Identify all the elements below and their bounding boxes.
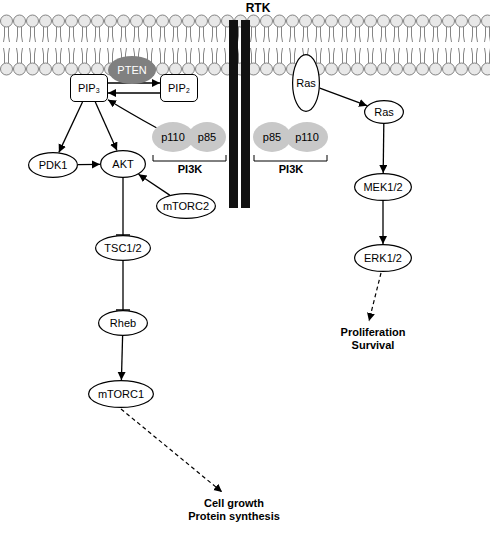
text-label: Proliferation Survival (333, 326, 413, 352)
ellipse-shape (152, 122, 194, 152)
complex-bracket (254, 155, 327, 161)
receptor-bar (241, 20, 250, 208)
ellipse-node: MEK1/2 (354, 173, 412, 201)
node-text: p85 (198, 131, 216, 143)
ellipse-node: AKT (100, 150, 146, 178)
node-text: PIP₃ (78, 82, 100, 94)
complex-bracket (153, 155, 226, 161)
ellipse-shape (99, 311, 148, 336)
node-text: p110 (161, 131, 185, 143)
node-text: ERK1/2 (364, 252, 402, 264)
arrow-connector (95, 102, 117, 151)
node-text: TSC1/2 (104, 242, 141, 254)
node-text: MEK1/2 (363, 181, 402, 193)
arrow-connector (121, 336, 122, 380)
ellipse-shape (253, 122, 291, 152)
dashed-arrow (121, 409, 222, 492)
ellipse-node: Rheb (98, 310, 148, 336)
ellipse-shape (89, 381, 154, 408)
process-box: PIP₂ (160, 74, 198, 102)
text-label: PI3K (170, 163, 210, 176)
ellipse-shape (286, 122, 328, 152)
arrow-connector (59, 102, 83, 152)
node-text: mTORC1 (98, 388, 144, 400)
arrow-connector (78, 164, 100, 166)
ellipse-shape (96, 236, 151, 261)
arrow-connector (139, 174, 170, 195)
ellipse-node: PDK1 (28, 152, 78, 178)
ellipse-node: PTEN (108, 56, 156, 84)
ellipse-node: TSC1/2 (95, 235, 151, 261)
text-label: RTK (236, 2, 280, 15)
node-text: Ras (296, 77, 316, 89)
node-text: Ras (374, 106, 394, 118)
node-text: p85 (263, 131, 281, 143)
ellipse-node: mTORC2 (156, 193, 216, 219)
ellipse-node: p110 (286, 122, 328, 152)
node-text: AKT (112, 158, 133, 170)
arrow-connector (108, 92, 160, 93)
text-label: PI3K (271, 163, 311, 176)
ellipse-shape (29, 153, 78, 178)
ellipse-shape (188, 122, 226, 152)
arrow-connector (383, 124, 385, 173)
ellipse-shape (355, 245, 412, 272)
arrow-connector (108, 100, 156, 128)
node-text: mTORC2 (163, 200, 209, 212)
ellipse-shape (365, 101, 404, 124)
ellipse-shape (157, 194, 216, 219)
ellipse-node: mTORC1 (88, 380, 154, 408)
ellipse-node: Ras (292, 54, 320, 112)
ellipse-node: ERK1/2 (354, 244, 412, 272)
inhibition-connector (122, 178, 123, 235)
node-text: PIP₂ (168, 82, 190, 94)
ellipse-node: Ras (364, 100, 404, 124)
ellipse-node: p110 (152, 122, 194, 152)
node-text: PDK1 (39, 159, 68, 171)
inhibition-connector (122, 261, 123, 310)
ellipse-shape (108, 56, 156, 84)
ellipse-node: p85 (253, 122, 291, 152)
ellipse-shape (293, 55, 320, 112)
text-label: Cell growth Protein synthesis (185, 497, 283, 523)
arrow-connector (382, 201, 383, 244)
ellipse-shape (355, 174, 412, 201)
dashed-arrow (369, 273, 381, 321)
ellipse-node: p85 (188, 122, 226, 152)
ellipse-shape (101, 151, 146, 178)
node-text: p110 (295, 131, 319, 143)
receptor-bar (229, 20, 238, 208)
node-text: Rheb (110, 317, 136, 329)
arrow-connector (320, 88, 367, 106)
node-text: PTEN (117, 64, 146, 76)
process-box: PIP₃ (70, 74, 108, 102)
